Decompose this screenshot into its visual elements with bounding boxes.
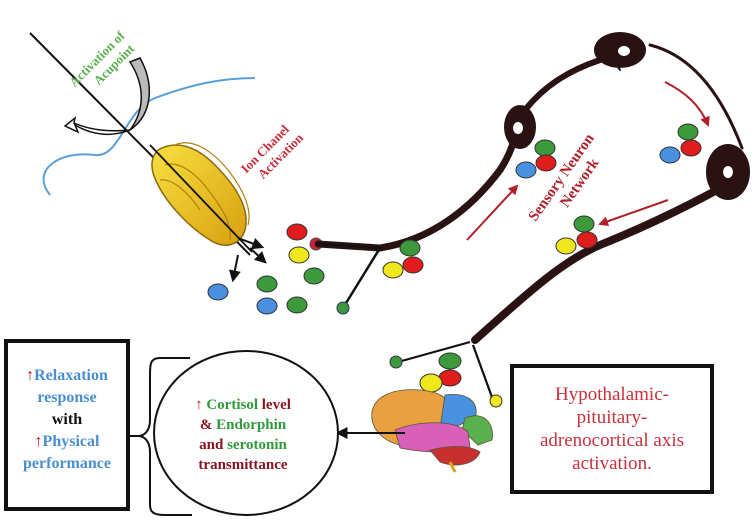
signal-arrow xyxy=(664,81,710,127)
hormone-text: ↑ Cortisol level & Endorphin and seroton… xyxy=(178,395,308,475)
release-arrow xyxy=(237,237,265,250)
neurotransmitter-cluster xyxy=(515,139,557,179)
increase-arrow-icon: ↑ xyxy=(26,367,35,384)
hpa-axis-box: Hypothalamic- pituitary- adrenocortical … xyxy=(510,364,714,494)
release-arrow xyxy=(249,247,267,264)
serotonin-text: serotonin xyxy=(227,437,287,453)
brace xyxy=(110,357,192,516)
brain-icon xyxy=(371,389,493,473)
rotation-arrow-icon xyxy=(128,57,151,131)
release-arrow xyxy=(228,254,241,283)
neurotransmitter-cluster xyxy=(659,123,702,164)
response-text: response xyxy=(37,389,97,406)
signal-arrow xyxy=(598,199,669,227)
cortisol-text: Cortisol xyxy=(206,397,258,413)
outcome-box: ↑Relaxation response with ↑Physical perf… xyxy=(4,339,130,511)
amp-text: & xyxy=(199,417,213,433)
hpa-line: pituitary- xyxy=(576,407,648,428)
physical-text: Physical xyxy=(42,433,100,450)
performance-text: performance xyxy=(23,455,111,472)
neurotransmitter-cluster xyxy=(555,215,598,255)
hormone-oval xyxy=(153,350,339,516)
sensory-neuron xyxy=(314,39,744,344)
hpa-line: adrenocortical axis xyxy=(539,430,684,451)
neurotransmitter-cluster xyxy=(336,239,424,315)
hpa-line: activation. xyxy=(572,453,652,474)
level-text: level xyxy=(261,397,291,413)
twist-arrow-icon xyxy=(63,116,131,136)
relaxation-text: Relaxation xyxy=(34,367,108,384)
brain-nerve-branch xyxy=(397,340,495,401)
increase-arrow-icon: ↑ xyxy=(34,433,43,450)
with-text: with xyxy=(51,411,83,428)
transmittance-text: transmittance xyxy=(198,457,288,473)
hpa-line: Hypothalamic- xyxy=(555,384,669,405)
signal-arrow xyxy=(466,184,519,241)
ion-channel-icon xyxy=(151,142,250,246)
and-text: and xyxy=(199,437,224,453)
increase-arrow-icon: ↑ xyxy=(195,397,203,413)
endorphin-text: Endorphin xyxy=(216,417,287,433)
neuron-soma xyxy=(504,32,750,200)
